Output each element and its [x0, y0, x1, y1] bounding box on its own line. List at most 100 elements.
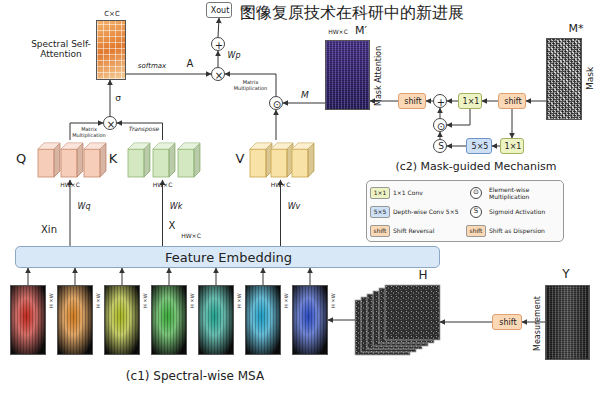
value-cubes	[250, 143, 314, 177]
legend-swatch: shift	[466, 225, 486, 237]
token-cube	[128, 143, 150, 177]
token-stack: VHW×C	[248, 140, 313, 180]
shift-box: shift	[498, 93, 526, 109]
stack-layer	[385, 285, 440, 340]
section-caption: (c1) Spectral-wise MSA	[95, 370, 295, 383]
node-label: H×W	[283, 286, 291, 316]
output-box: Xout	[206, 2, 232, 18]
node-label: ⊙	[434, 119, 448, 133]
spectral-image: H×W	[10, 285, 46, 355]
measurement-image: YMeasurement	[545, 285, 590, 360]
conv-box: 1×1	[500, 138, 524, 154]
query-cubes	[38, 143, 106, 177]
connector	[110, 80, 111, 116]
node-label: H	[415, 269, 431, 283]
dimension-label: HW×C	[324, 29, 352, 36]
edge-label: Transpose	[122, 126, 166, 133]
node-label: C×C	[92, 10, 132, 20]
spectral-image: H×W	[198, 285, 234, 355]
legend-text: Shift as Dispersion	[489, 223, 559, 240]
connector	[328, 320, 355, 321]
multiply-operator: ⊙	[269, 96, 283, 110]
connector	[482, 101, 498, 102]
node-label: H×W	[95, 286, 103, 316]
token-cube	[250, 143, 272, 177]
connector	[218, 18, 219, 37]
edge-label: Wv	[284, 203, 304, 212]
node-label: shift	[399, 94, 427, 110]
token-stack: QHW×C	[35, 140, 105, 180]
edge-label: Wk	[166, 203, 186, 212]
spectral-image: H×W	[104, 285, 140, 355]
token-cube	[61, 143, 83, 177]
mask-input: M*Mask	[546, 38, 582, 120]
legend-entry: ⊙Element-wise Multiplication	[466, 185, 560, 202]
token-cube	[153, 143, 175, 177]
connector	[126, 74, 211, 75]
token-cube	[292, 143, 314, 177]
node-label: H×W	[142, 286, 150, 316]
legend-entry: 5×5Depth-wise Conv 5×5	[370, 204, 464, 221]
key-cubes	[128, 143, 200, 177]
spectral-image: H×W	[245, 285, 281, 355]
node-sublabel: Mask Attention	[373, 41, 385, 111]
edge-label: softmax	[132, 63, 172, 71]
connector	[512, 109, 513, 138]
node-label: M*	[561, 22, 591, 36]
legend-sample-text: shift	[467, 226, 485, 236]
node-sublabel: HW×C	[125, 181, 200, 190]
node-label: 5×5	[467, 139, 493, 155]
legend-sample-text: S	[471, 207, 481, 217]
node-label: H×W	[330, 286, 338, 316]
attention-map: C×CSpectral Self-Attention	[96, 20, 126, 80]
node-label: 1×1	[501, 139, 525, 155]
token-cube	[271, 143, 293, 177]
node-label: +	[212, 38, 226, 52]
edge-label: Wq	[74, 203, 94, 212]
connector	[70, 180, 71, 246]
operation-note: Matrix Multiplication	[228, 80, 273, 91]
token-cube	[84, 143, 106, 177]
node-label: shift	[499, 94, 527, 110]
dimension-label: HW×C	[236, 6, 264, 13]
conv-box: 1×1	[458, 93, 482, 109]
spectral-image: H×W	[292, 285, 328, 355]
stack: H	[355, 284, 440, 355]
node-label: +	[434, 95, 448, 109]
legend-entry: SSigmoid Activation	[466, 204, 560, 221]
connector	[447, 146, 466, 147]
node-label: ×	[212, 68, 226, 82]
spectral-image: H×W	[151, 285, 187, 355]
multiply-operator: ×	[103, 116, 117, 130]
connector	[162, 180, 163, 246]
legend-text: 1×1 Conv	[393, 185, 463, 202]
input-name: X	[167, 220, 177, 231]
legend-swatch: 1×1	[370, 187, 390, 199]
node-label: V	[232, 150, 248, 168]
add-operator: +	[433, 94, 447, 108]
node-label: H×W	[48, 286, 56, 316]
node-label: Y	[556, 268, 576, 282]
connector	[440, 108, 441, 118]
node-label: shift	[493, 315, 523, 331]
legend-swatch: shift	[370, 225, 390, 237]
legend-entry: 1×11×1 Conv	[370, 185, 464, 202]
legend-swatch: 5×5	[370, 206, 390, 218]
node-sublabel: Spectral Self-Attention	[31, 37, 91, 63]
legend-text: Depth-wise Conv 5×5	[393, 204, 463, 221]
connector	[447, 101, 458, 102]
connector	[440, 132, 441, 139]
token-stack: KHW×C	[125, 140, 200, 180]
spectral-image: H×W	[57, 285, 93, 355]
multiply-operator: ×	[211, 67, 225, 81]
dispersed-stack	[355, 285, 440, 355]
connector	[310, 268, 311, 285]
edge-label: Wp	[224, 52, 244, 61]
legend-entry: shift Shift as Dispersion	[466, 223, 560, 240]
connector	[447, 109, 470, 125]
connector	[28, 268, 29, 285]
connector	[276, 110, 277, 140]
connector	[440, 322, 492, 323]
node-label: S	[434, 140, 448, 154]
